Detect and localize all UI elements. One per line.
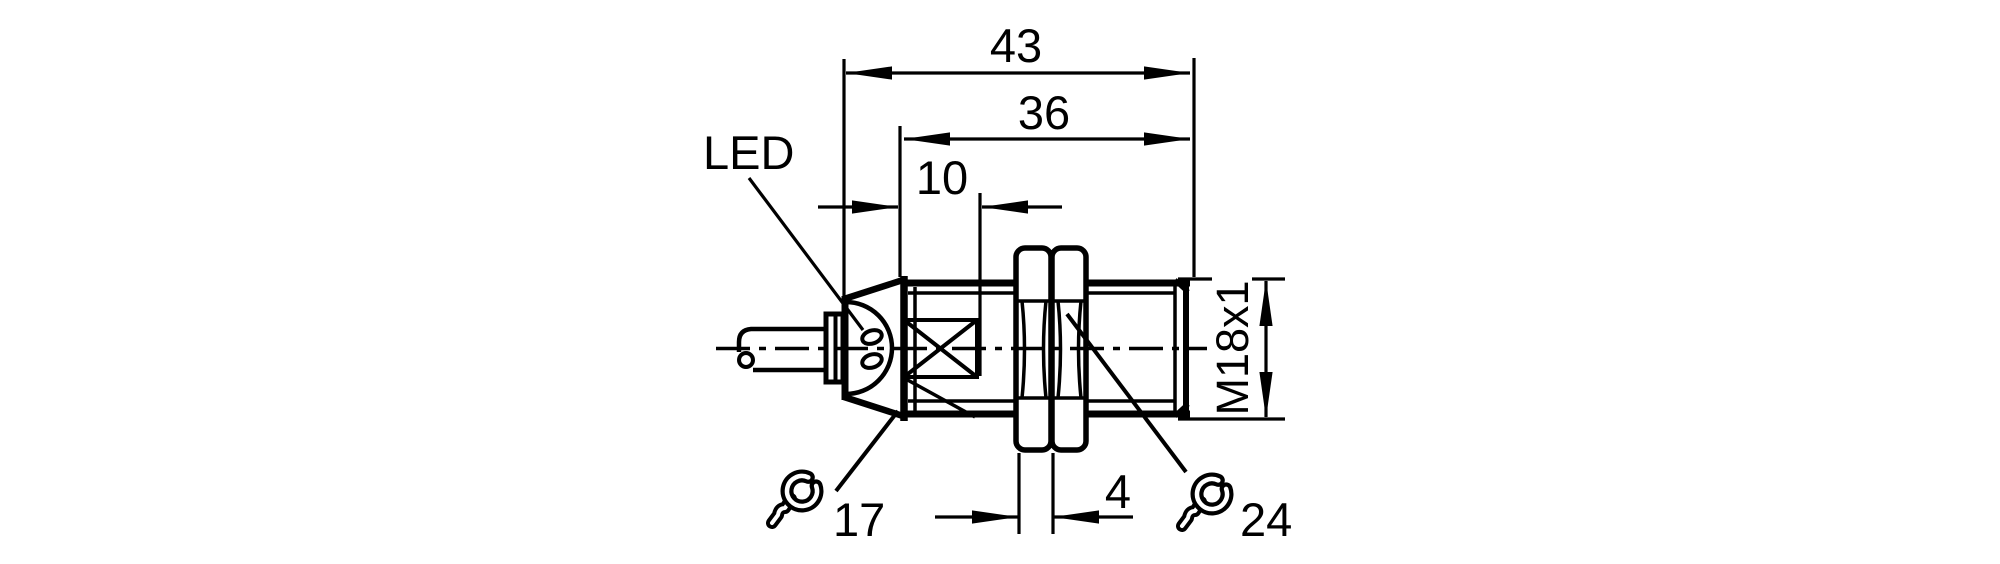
dimension-overall-length bbox=[846, 66, 1190, 80]
led-window-icon bbox=[860, 352, 884, 370]
dimension-barrel-length bbox=[904, 132, 1190, 146]
led-dome-arc bbox=[845, 299, 895, 397]
wrench-17-icon bbox=[766, 469, 824, 529]
thread-spec-label: M18x1 bbox=[1207, 280, 1258, 415]
dimension-nut-thickness bbox=[935, 510, 1133, 524]
led-window-icon bbox=[860, 328, 884, 346]
dim-label-10: 10 bbox=[916, 151, 968, 204]
dim-label-4: 4 bbox=[1105, 465, 1131, 518]
dim-label-36: 36 bbox=[1018, 86, 1070, 139]
led-leader-line bbox=[747, 177, 865, 331]
cable bbox=[736, 326, 830, 373]
wrench17-leader-line bbox=[834, 409, 900, 493]
dimension-thread-diameter bbox=[1178, 277, 1285, 421]
dimension-annotations bbox=[747, 58, 1285, 534]
led-label: LED bbox=[703, 126, 794, 179]
wrench24-label: 24 bbox=[1240, 493, 1292, 546]
wrench-24-icon bbox=[1176, 472, 1234, 532]
wrench17-label: 17 bbox=[833, 493, 885, 546]
dim-label-43: 43 bbox=[990, 19, 1042, 72]
dimension-head-length bbox=[818, 200, 1062, 214]
wrench24-leader-line bbox=[1065, 312, 1188, 474]
